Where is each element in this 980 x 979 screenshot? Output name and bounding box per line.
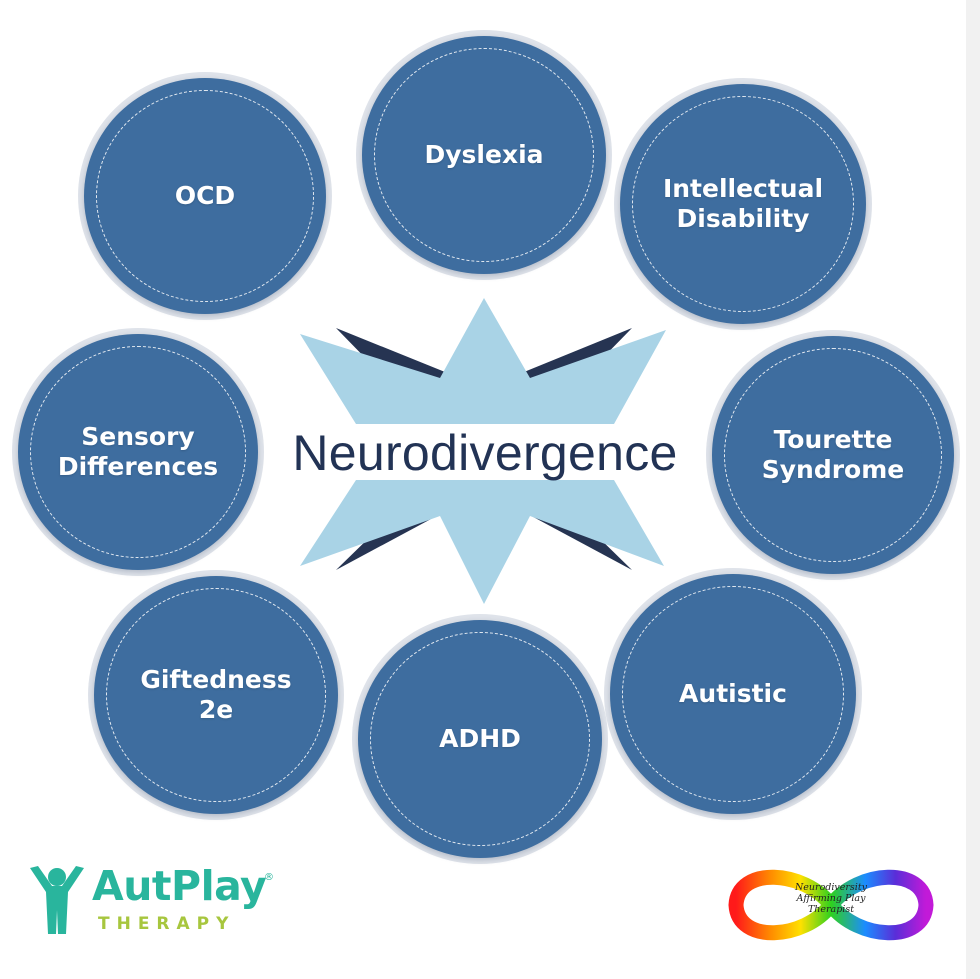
bubble-label: Dyslexia bbox=[424, 140, 544, 169]
bubble-label: Tourette Syndrome bbox=[761, 425, 905, 484]
bubble-intellectual-disability: Intellectual Disability bbox=[614, 78, 872, 330]
bubble-dashed-ring bbox=[30, 346, 246, 558]
registered-mark: ® bbox=[264, 872, 274, 883]
bubble-giftedness-2e: Giftedness 2e bbox=[88, 570, 344, 820]
bubble-label: Autistic bbox=[679, 679, 787, 708]
bubble-autistic: Autistic bbox=[604, 568, 862, 820]
bubble-dashed-ring bbox=[374, 48, 594, 262]
bubble-sensory-differences: Sensory Differences bbox=[12, 328, 264, 576]
bubble-label: Giftedness 2e bbox=[140, 665, 292, 724]
bubble-dashed-ring bbox=[370, 632, 590, 846]
bubble-ocd: OCD bbox=[78, 72, 332, 320]
bubble-label: OCD bbox=[174, 181, 236, 210]
title-band bbox=[256, 424, 714, 480]
autplay-logo-subtitle: THERAPY bbox=[98, 914, 236, 934]
star-light-top bbox=[300, 298, 666, 424]
bubble-label: Intellectual Disability bbox=[662, 174, 824, 233]
bubble-adhd: ADHD bbox=[352, 614, 608, 864]
bubble-dashed-ring bbox=[632, 96, 854, 312]
autplay-therapy-logo: AutPlay ® THERAPY bbox=[26, 862, 276, 940]
rainbow-infinity-icon bbox=[728, 869, 934, 941]
bubble-label: ADHD bbox=[439, 724, 521, 753]
diagram-title: Neurodivergence bbox=[292, 425, 678, 481]
bubble-dashed-ring bbox=[96, 90, 314, 302]
neurodiversity-affirming-badge: Neurodiversity Affirming Play Therapist bbox=[724, 862, 938, 948]
star-light-bottom bbox=[300, 480, 664, 604]
person-arms-up-icon bbox=[30, 866, 84, 934]
bubble-dashed-ring bbox=[724, 348, 942, 562]
badge-text: Neurodiversity Affirming Play Therapist bbox=[794, 882, 868, 915]
bubble-tourette-syndrome: Tourette Syndrome bbox=[706, 330, 960, 580]
bubble-dashed-ring bbox=[106, 588, 326, 802]
bubble-dyslexia: Dyslexia bbox=[356, 30, 612, 280]
bubble-label: Sensory Differences bbox=[57, 422, 219, 481]
autplay-logo-name: AutPlay bbox=[92, 862, 267, 910]
bubble-dashed-ring bbox=[622, 586, 844, 802]
